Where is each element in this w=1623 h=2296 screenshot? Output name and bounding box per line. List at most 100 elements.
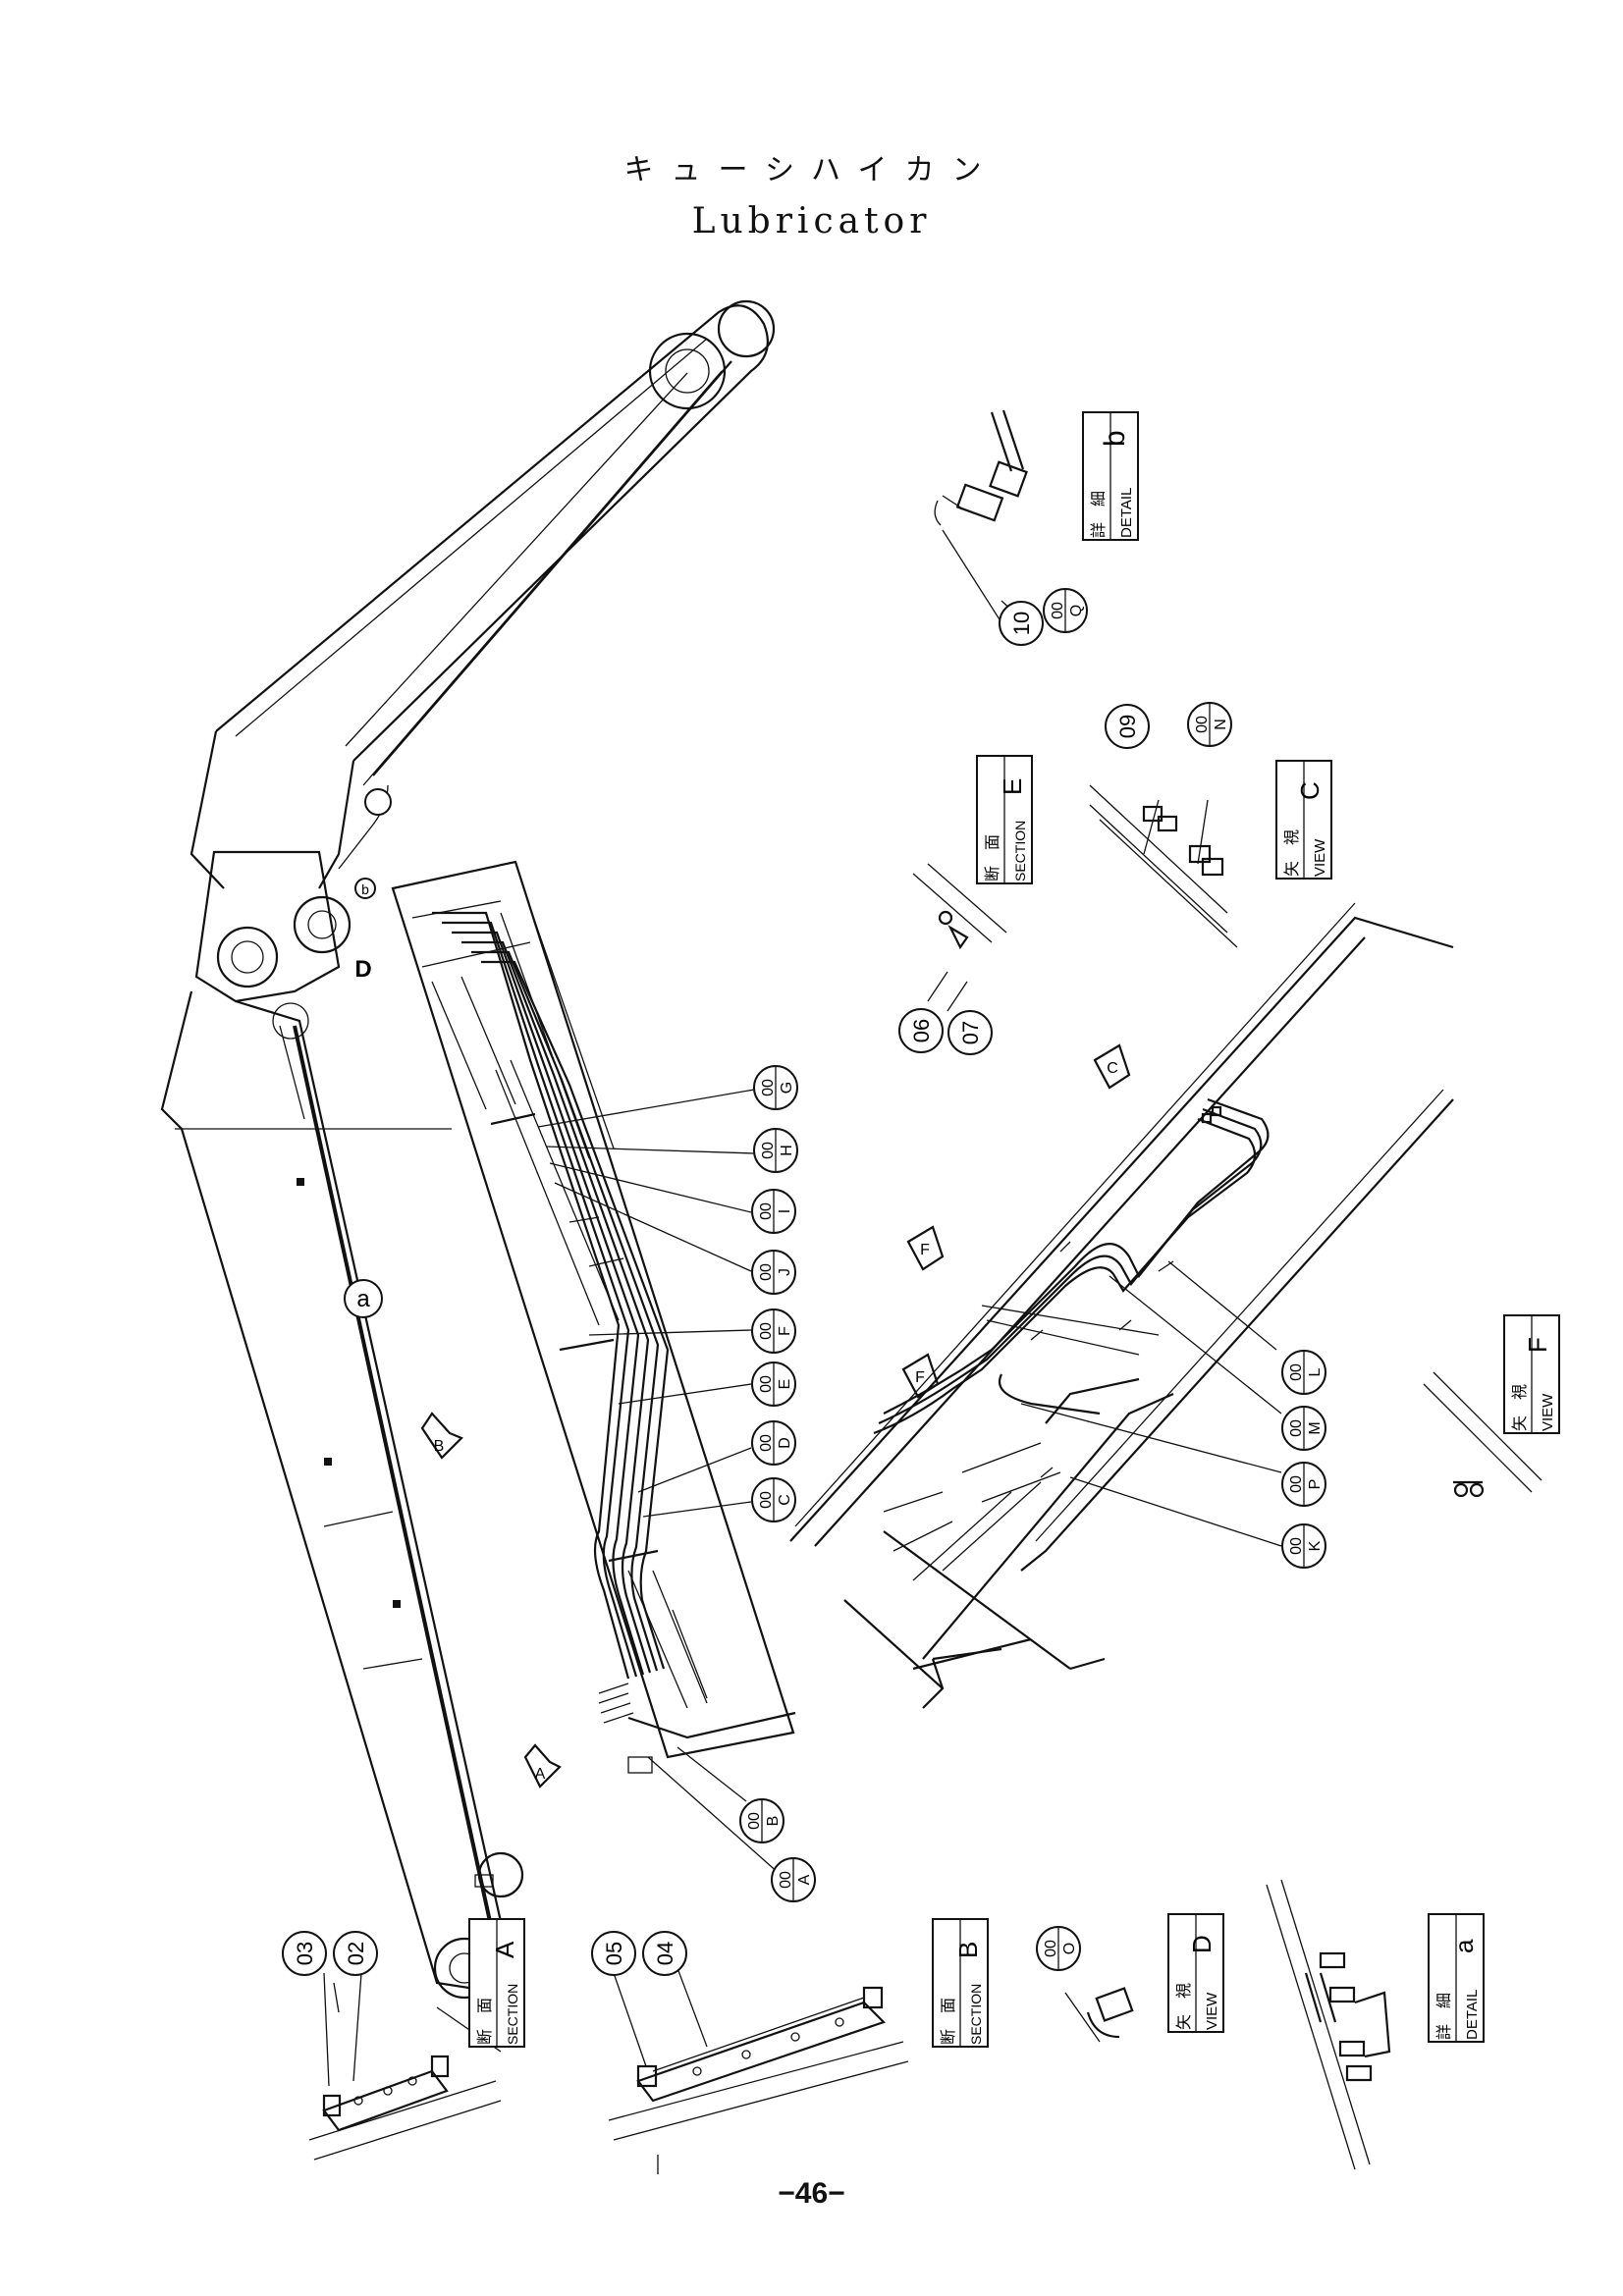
svg-text:00: 00 [1194,716,1211,733]
balloon-00P: 00 P [1281,1462,1326,1507]
balloon-00J: 00 J [751,1250,796,1295]
svg-text:00: 00 [758,1263,775,1281]
boom-assembly: b D a B A [160,299,776,2053]
svg-text:00: 00 [1050,602,1066,619]
section-a-letter: A [490,1941,519,1958]
balloon-00Q: 00 Q [1043,588,1088,633]
balloon-00I: 00 I [751,1189,796,1234]
marker-D-text: D [354,956,371,983]
arrow-F1-text: F [920,1242,930,1258]
detail-a-letter: a [1449,1939,1479,1953]
balloon-03: 03 [282,1931,327,1976]
svg-text:00: 00 [746,1812,763,1830]
view-d-en: VIEW [1204,1992,1220,2030]
svg-text:I: I [777,1209,793,1213]
balloon-00O: 00 O [1036,1926,1081,1971]
view-f-letter: F [1523,1337,1552,1353]
marker-a-text: a [356,1286,370,1312]
balloon-00K: 00 K [1281,1523,1326,1569]
section-e-jp: 断 面 [984,834,1001,881]
section-b-label: 断 面 SECTION B [932,1918,989,2048]
view-d-drawing [1064,1987,1134,2043]
svg-text:00: 00 [758,1491,775,1509]
section-e-drawing [912,863,1007,950]
svg-text:E: E [777,1379,793,1390]
title-english: Lubricator [691,201,932,241]
view-c-drawing [1089,784,1238,948]
balloon-00L: 00 L [1281,1350,1326,1395]
detail-b-label: 詳 細 DETAIL b [1082,411,1139,541]
view-c-letter: C [1295,781,1325,800]
section-b-drawing [608,1967,909,2174]
marker-g-circle [364,788,392,816]
svg-text:00: 00 [1288,1475,1305,1493]
svg-text:00: 00 [758,1202,775,1220]
view-arrow-F1 [906,1225,945,1271]
balloon-00G: 00 G [753,1065,798,1110]
marker-a-circle [344,1279,383,1318]
balloon-09: 09 [1105,704,1150,749]
svg-text:03: 03 [293,1942,317,1965]
marker-b-text: b [361,881,369,897]
view-arrow-B [420,1412,463,1460]
arrow-F2-text: F [915,1369,925,1386]
svg-text:P: P [1307,1479,1324,1490]
detail-b-en: DETAIL [1118,488,1135,538]
marker-b-circle [354,878,376,899]
section-a-jp: 断 面 [476,1998,494,2045]
svg-text:A: A [796,1874,813,1885]
balloon-04: 04 [642,1931,687,1976]
svg-text:J: J [777,1268,793,1276]
arrow-A-text: A [535,1766,546,1783]
view-c-en: VIEW [1312,838,1328,877]
detail-a-jp: 詳 細 [1435,1993,1453,2040]
section-e-en: SECTION [1012,821,1028,881]
svg-text:D: D [777,1437,793,1449]
svg-text:O: O [1061,1943,1078,1954]
view-d-jp: 矢 視 [1175,1983,1193,2030]
view-f-jp: 矢 視 [1511,1384,1529,1431]
balloon-00F: 00 F [751,1308,796,1354]
balloon-00M: 00 M [1281,1406,1326,1451]
svg-text:H: H [779,1145,795,1156]
svg-text:10: 10 [1009,612,1034,635]
frame-view-drawing: C F F [789,902,1454,1709]
balloon-10: 10 [999,601,1044,646]
svg-text:07: 07 [958,1021,983,1044]
view-f-en: VIEW [1540,1393,1556,1431]
svg-text:00: 00 [1288,1419,1305,1437]
svg-text:00: 00 [758,1322,775,1340]
view-arrow-C [1093,1043,1131,1090]
svg-text:09: 09 [1115,715,1140,738]
svg-text:00: 00 [1043,1940,1059,1957]
section-a-label: 断 面 SECTION A [468,1918,525,2048]
svg-text:00: 00 [760,1079,777,1096]
balloon-02: 02 [333,1931,378,1976]
section-strip [391,860,796,1774]
view-arrow-F2 [901,1353,940,1399]
svg-text:L: L [1307,1367,1324,1376]
view-f-label: 矢 視 VIEW F [1503,1314,1560,1434]
detail-a-label: 詳 細 DETAIL a [1428,1913,1485,2043]
svg-text:00: 00 [758,1434,775,1452]
section-b-jp: 断 面 [940,1998,957,2045]
view-d-letter: D [1187,1935,1217,1953]
svg-text:04: 04 [653,1942,677,1965]
detail-a-drawing [1266,1879,1391,2170]
section-b-letter: B [953,1942,983,1958]
balloon-05: 05 [591,1931,636,1976]
svg-text:N: N [1213,719,1229,730]
balloon-00H: 00 H [753,1128,798,1173]
detail-b-drawing [934,409,1028,526]
section-e-letter: E [998,778,1027,795]
balloon-00E: 00 E [751,1362,796,1407]
view-c-label: 矢 視 VIEW C [1275,760,1332,880]
section-a-drawing [308,1972,502,2161]
view-c-jp: 矢 視 [1283,829,1301,877]
detail-b-letter: b [1099,430,1131,447]
svg-text:Q: Q [1068,605,1085,616]
svg-text:G: G [779,1082,795,1094]
arrow-B-text: B [434,1438,445,1455]
svg-text:00: 00 [760,1142,777,1159]
